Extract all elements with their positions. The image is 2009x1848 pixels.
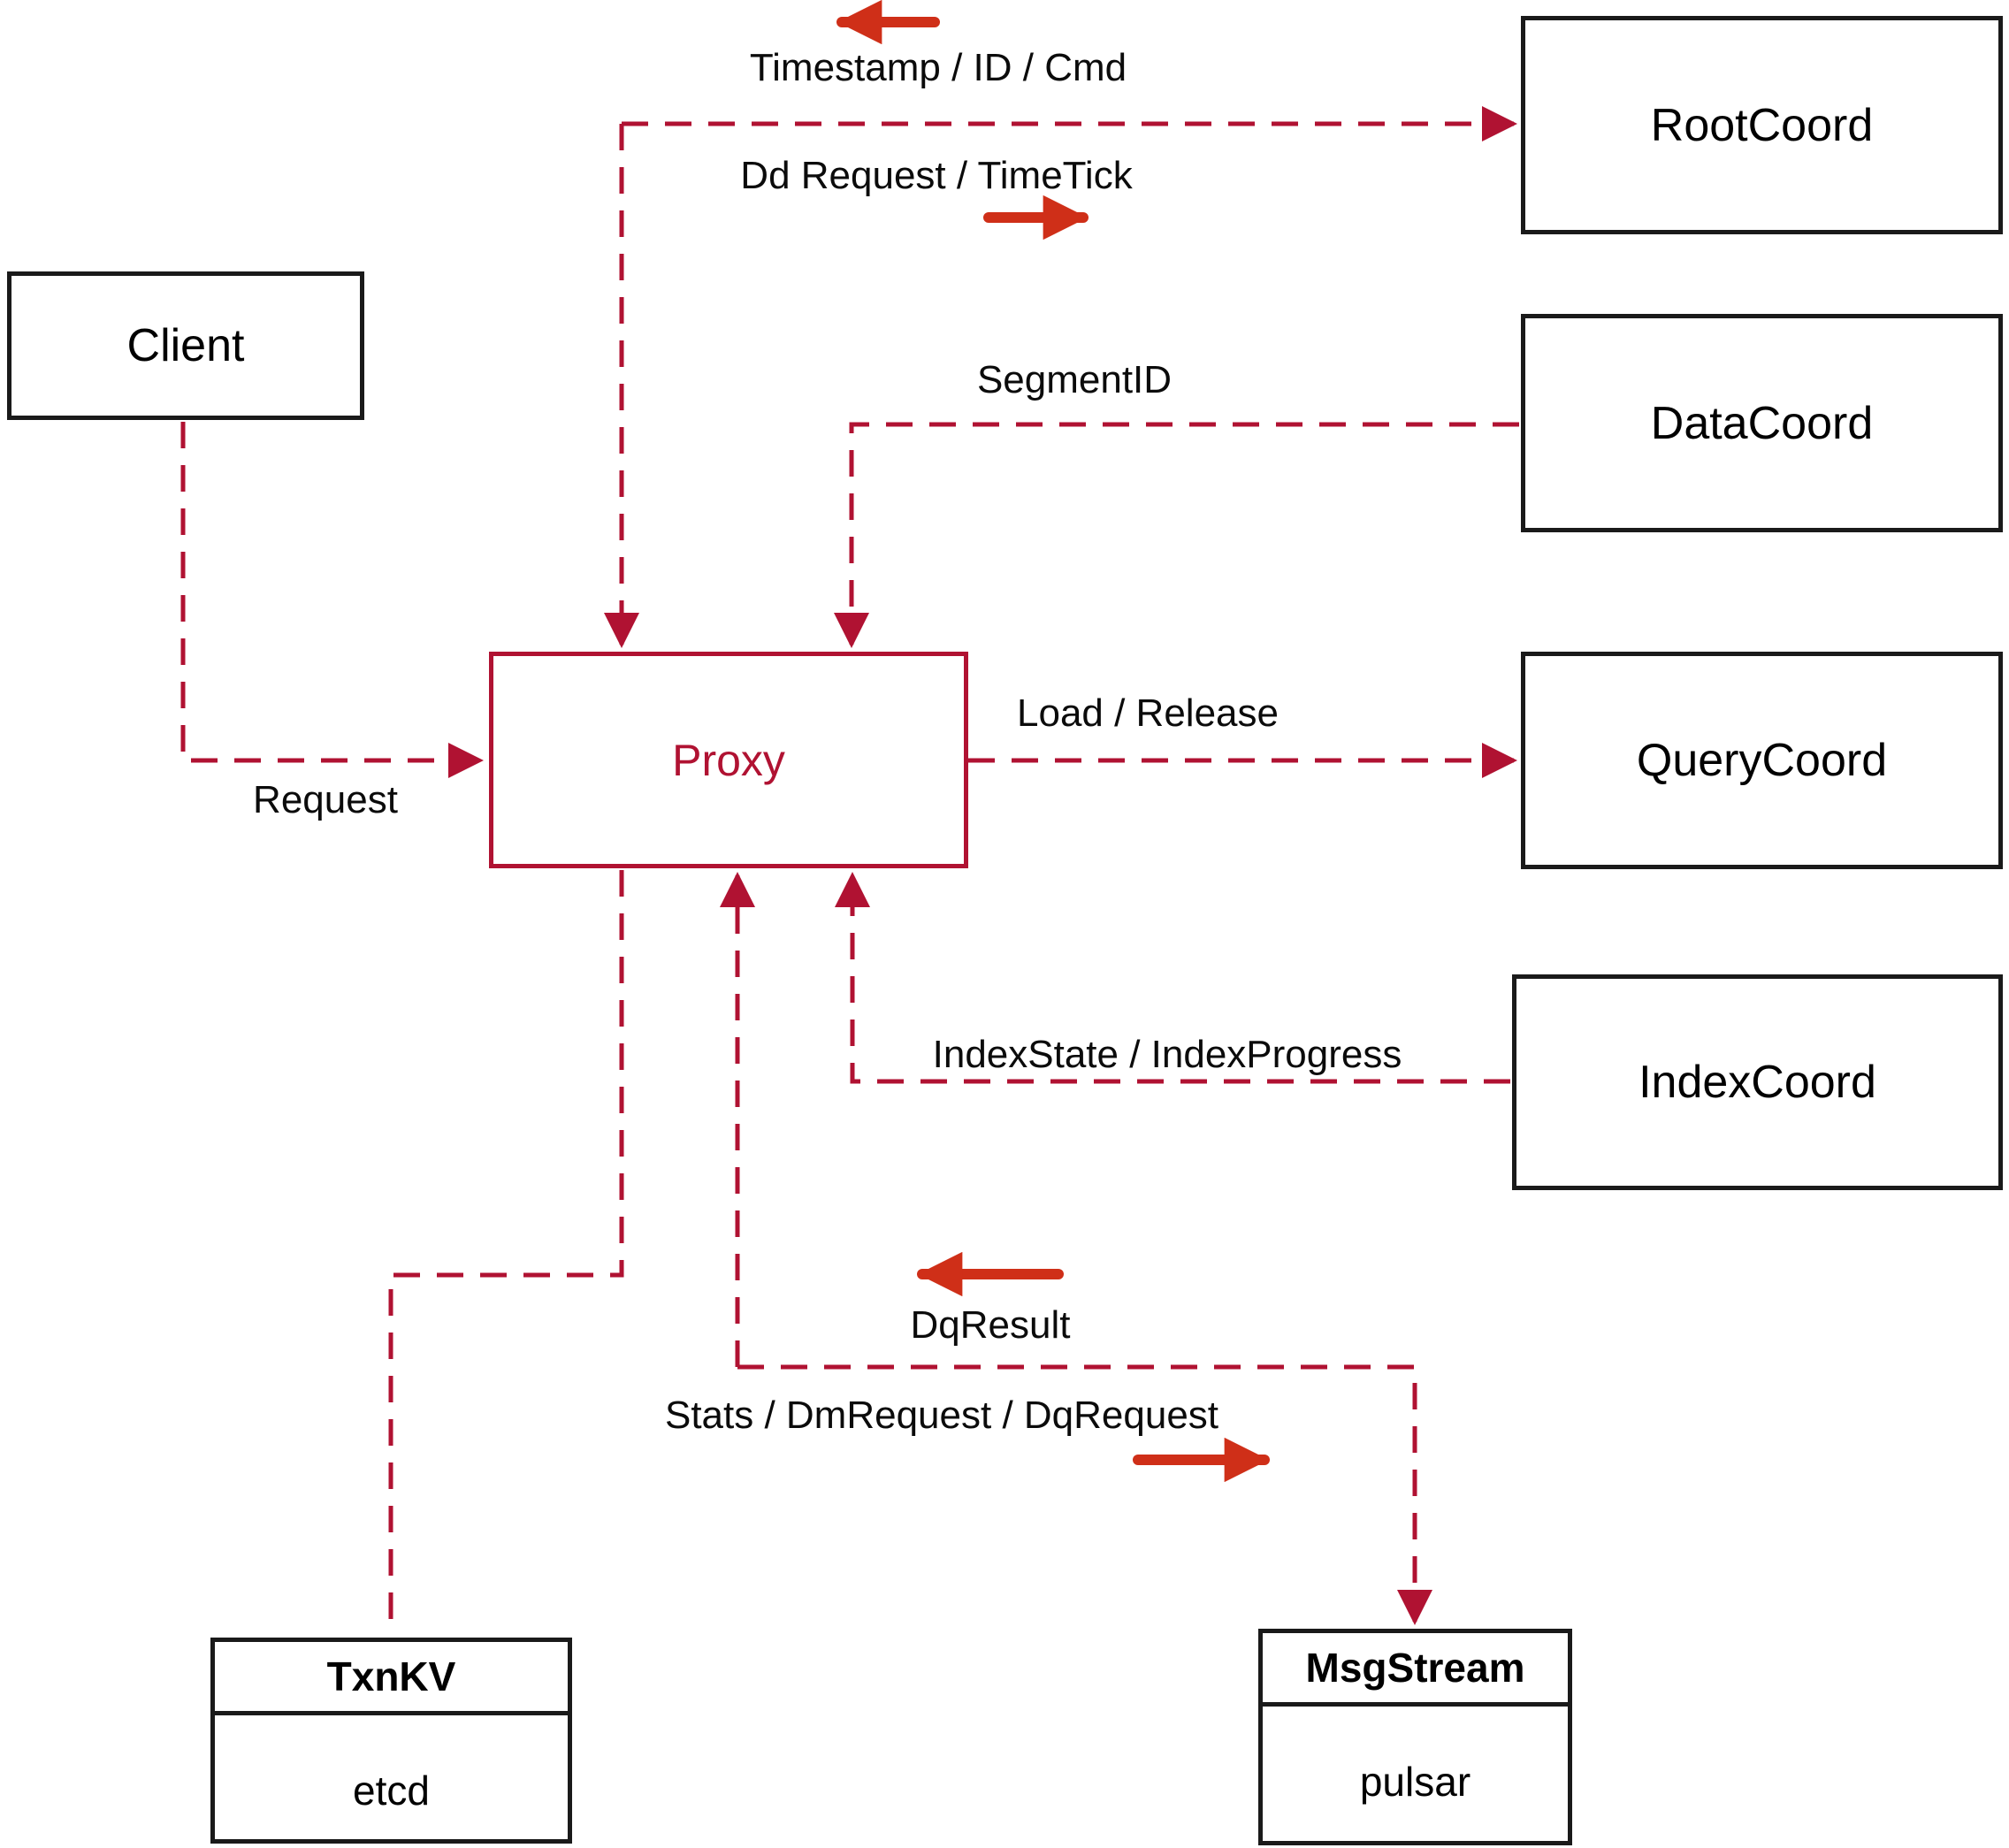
edge-label-dd-request-timetick: Dd Request / TimeTick [740, 154, 1133, 197]
connector-datacoord-proxy [834, 422, 1519, 648]
node-datacoord-label: DataCoord [1650, 397, 1874, 449]
edge-label-stats-dmrequest-dqrequest: Stats / DmRequest / DqRequest [664, 1394, 1219, 1437]
connector-proxy-msgstream-down [737, 1364, 1432, 1625]
node-txnkv-title: TxnKV [215, 1642, 568, 1715]
node-txnkv-subtitle: etcd [353, 1768, 430, 1814]
node-msgstream-title: MsgStream [1263, 1633, 1568, 1707]
node-client-label: Client [126, 320, 245, 371]
connector-client-proxy [180, 422, 484, 778]
node-msgstream-subtitle: pulsar [1359, 1759, 1471, 1805]
node-proxy: Proxy [489, 652, 968, 868]
edge-label-dqresult: DqResult [910, 1303, 1071, 1347]
edge-label-timestamp-id-cmd: Timestamp / ID / Cmd [749, 46, 1127, 89]
edge-label-indexstate-indexprogress: IndexState / IndexProgress [932, 1033, 1402, 1076]
node-client: Client [7, 271, 364, 420]
edge-label-load-release: Load / Release [1017, 691, 1279, 735]
node-rootcoord: RootCoord [1521, 16, 2003, 234]
node-msgstream: MsgStream pulsar [1258, 1629, 1572, 1845]
node-rootcoord-label: RootCoord [1650, 99, 1874, 151]
node-txnkv: TxnKV etcd [210, 1638, 572, 1844]
edge-label-segment-id: SegmentID [976, 358, 1173, 401]
node-querycoord: QueryCoord [1521, 652, 2003, 869]
edge-label-request: Request [253, 778, 398, 821]
node-indexcoord: IndexCoord [1512, 974, 2003, 1190]
connector-proxy-txnkv [388, 870, 624, 1635]
node-querycoord-label: QueryCoord [1636, 735, 1888, 786]
node-proxy-label: Proxy [672, 735, 785, 785]
connector-indexcoord-proxy [835, 872, 1510, 1084]
node-datacoord: DataCoord [1521, 314, 2003, 532]
node-indexcoord-label: IndexCoord [1639, 1057, 1876, 1108]
